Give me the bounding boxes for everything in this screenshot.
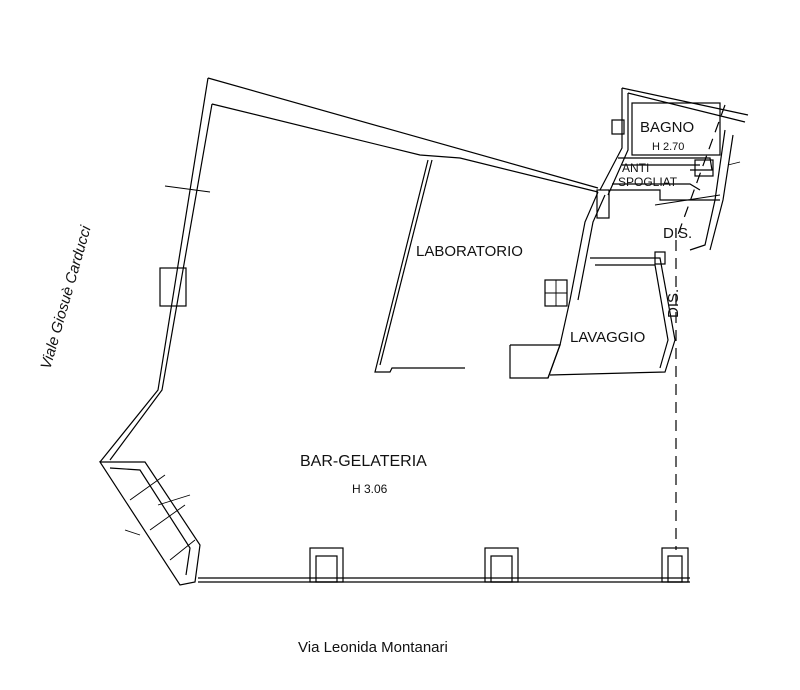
street-label-left: Viale Giosuè Carducci: [38, 223, 95, 371]
front-pillars: [309, 547, 689, 583]
laboratorio-label: LABORATORIO: [416, 243, 523, 260]
bagno-label: BAGNO: [640, 119, 694, 136]
corner-wall: [98, 461, 201, 586]
left-wall-details: [159, 185, 211, 307]
service-walls: [599, 87, 749, 251]
outer-walls: [99, 77, 726, 583]
lavaggio-label: LAVAGGIO: [570, 329, 645, 346]
lavaggio-walls: [509, 251, 676, 379]
laboratorio-walls: [374, 159, 610, 379]
bagno-height: H 2.70: [652, 141, 684, 153]
street-labels: Viale Giosuè Carducci Via Leonida Montan…: [38, 223, 448, 656]
disimpegno-label-vertical: DIS.: [665, 289, 682, 318]
antispogliatoio-label-line1: ANTI: [622, 161, 649, 175]
antispogliatoio-label-line2: SPOGLIAT: [618, 175, 678, 189]
room-labels: BAR-GELATERIA H 3.06 LABORATORIO LAVAGGI…: [300, 119, 694, 496]
bar-gelateria-height: H 3.06: [352, 482, 388, 496]
bar-gelateria-label: BAR-GELATERIA: [300, 453, 427, 470]
street-label-bottom: Via Leonida Montanari: [298, 639, 448, 656]
disimpegno-label-horizontal: DIS.: [663, 225, 692, 242]
